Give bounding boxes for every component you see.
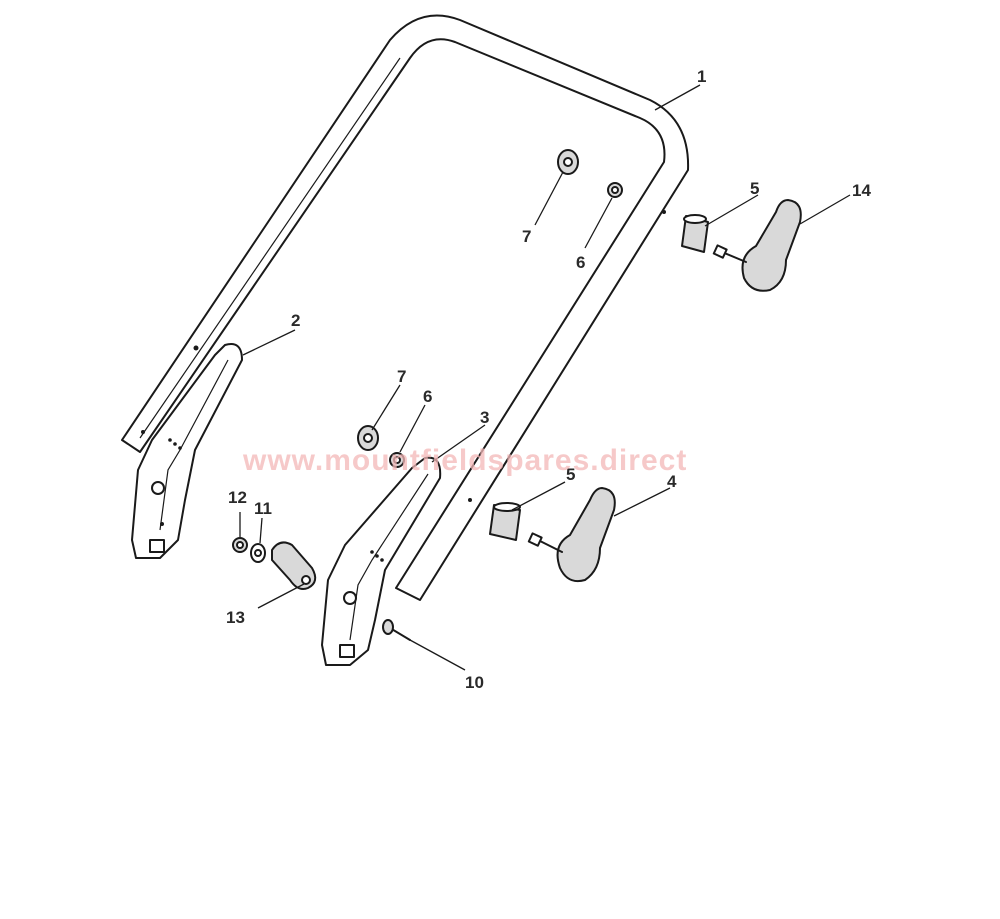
lower-spacer (489, 502, 521, 541)
cable-guide (271, 541, 317, 590)
callout-3: 3 (480, 408, 489, 427)
callout-10: 10 (465, 673, 484, 692)
callout-2: 2 (291, 311, 300, 330)
callout-14: 14 (852, 181, 871, 200)
callout-5-lower: 5 (566, 465, 575, 484)
callout-13: 13 (226, 608, 245, 627)
lower-washer (357, 425, 379, 451)
upper-spacer (681, 214, 709, 253)
upper-handle-tube (121, 14, 690, 601)
left-bracket (131, 343, 243, 559)
callout-11: 11 (254, 499, 272, 518)
callout-7-upper: 7 (522, 227, 531, 246)
callout-labels: 1 2 3 4 5 5 6 6 7 7 10 11 12 13 14 (226, 67, 871, 692)
bolt (382, 619, 411, 641)
upper-knob (712, 199, 802, 292)
callout-5-upper: 5 (750, 179, 759, 198)
callout-6-lower: 6 (423, 387, 432, 406)
leader-lines (239, 84, 851, 671)
callout-1: 1 (697, 67, 706, 86)
callout-7-lower: 7 (397, 367, 406, 386)
upper-washer (557, 149, 579, 175)
callout-4: 4 (667, 472, 677, 491)
watermark-text: www.mountfieldspares.direct (242, 444, 687, 477)
small-nut (232, 537, 248, 553)
lower-knob (527, 487, 616, 583)
callout-12: 12 (228, 488, 247, 507)
lower-nut (389, 452, 405, 468)
small-washer (250, 543, 266, 563)
callout-6-upper: 6 (576, 253, 585, 272)
upper-nut (607, 182, 623, 198)
right-bracket (321, 456, 442, 666)
